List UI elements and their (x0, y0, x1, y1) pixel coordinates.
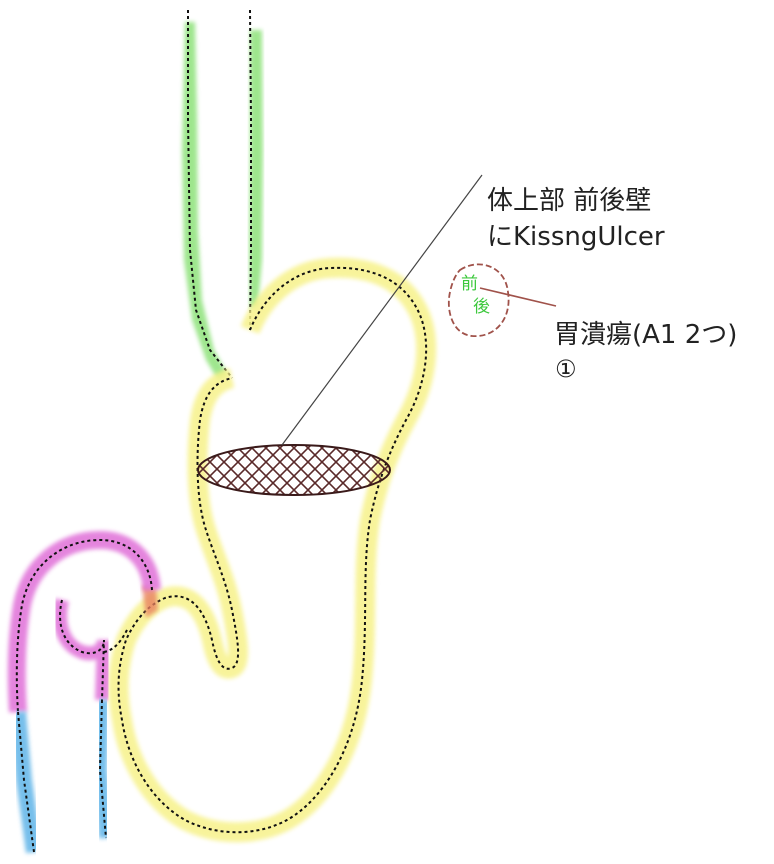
orientation-front-label: 前 (461, 274, 478, 294)
ulcer-number-label: ① (555, 355, 577, 383)
orientation-back-label: 後 (473, 297, 490, 317)
esophagus (182, 9, 263, 380)
site-label: 体上部 前後壁 (487, 186, 652, 216)
duodenum-descending (10, 699, 113, 854)
ulcer-marker (448, 263, 557, 337)
leader-line (281, 174, 483, 446)
kissing-ulcer-label: にKissngUlcer (487, 222, 665, 252)
gastric-ulcer-label: 胃潰瘍(A1 2つ) (554, 320, 738, 350)
pylorus (142, 585, 158, 618)
duodenum-bulb (7, 530, 161, 713)
stomach (108, 257, 437, 843)
kissing-ulcer-band (197, 444, 391, 496)
